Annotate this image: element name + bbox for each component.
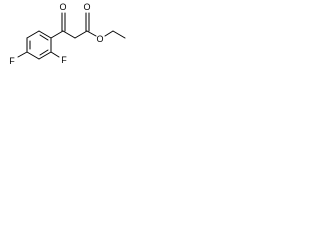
ring-double-bond-inner-1: [39, 34, 49, 41]
atom-ester-carbonyl-oxygen: O: [83, 2, 90, 12]
bond-c4-fluorine: [17, 51, 28, 58]
bond-c2-fluorine: [50, 51, 60, 58]
benzene-ring: [26, 30, 52, 60]
bond-ring-to-keto-carbon: [50, 30, 64, 39]
ring-bond-c1-c2: [38, 30, 52, 39]
atom-fluorine-bottom: F: [9, 56, 15, 66]
ring-bond-c6-c1: [26, 30, 40, 39]
ring-bond-c3-c4: [38, 51, 52, 60]
bond-ether-oxygen-to-ethyl: [104, 30, 114, 37]
atom-ester-ether-oxygen: O: [96, 34, 103, 44]
ring-double-bond-inner-2: [39, 49, 49, 56]
bond-methylene-to-ester-carbon: [74, 30, 88, 39]
bond-keto-to-methylene: [62, 30, 76, 39]
atom-keto-oxygen: O: [59, 2, 66, 12]
bond-ethyl-to-methyl: [112, 30, 126, 39]
ring-bond-c4-c5: [26, 51, 40, 60]
atom-fluorine-top: F: [61, 55, 67, 65]
bond-ester-carbon-to-ether-oxygen: [86, 30, 97, 37]
chemical-structure-diagram: F F O O O: [9, 2, 126, 66]
